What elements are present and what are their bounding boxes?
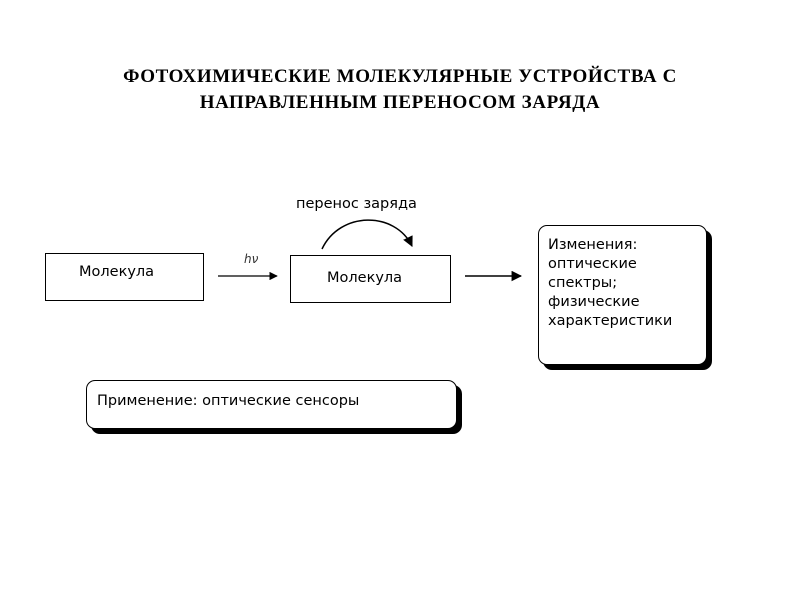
changes-line: спектры;	[548, 275, 618, 291]
changes-line: Изменения:	[548, 237, 638, 253]
molecule-excited-box: Молекула	[290, 255, 451, 303]
changes-box: Изменения: оптические спектры; физически…	[538, 225, 707, 365]
molecule-initial-box: Молекула	[45, 253, 204, 301]
application-label: Применение: оптические сенсоры	[97, 393, 360, 409]
molecule-initial-label: Молекула	[79, 264, 155, 280]
slide-title-line-1: ФОТОХИМИЧЕСКИЕ МОЛЕКУЛЯРНЫЕ УСТРОЙСТВА С	[123, 66, 677, 87]
charge-transfer-label: перенос заряда	[296, 196, 417, 212]
excitation-label: hν	[244, 252, 259, 266]
application-box: Применение: оптические сенсоры	[86, 380, 457, 429]
changes-line: физические	[548, 294, 640, 310]
molecule-excited-label: Молекула	[327, 270, 403, 286]
charge-transfer-arrow	[321, 219, 413, 250]
changes-line: характеристики	[548, 313, 673, 329]
slide-title-line-2: НАПРАВЛЕННЫМ ПЕРЕНОСОМ ЗАРЯДА	[199, 92, 601, 113]
changes-line: оптические	[548, 256, 637, 272]
